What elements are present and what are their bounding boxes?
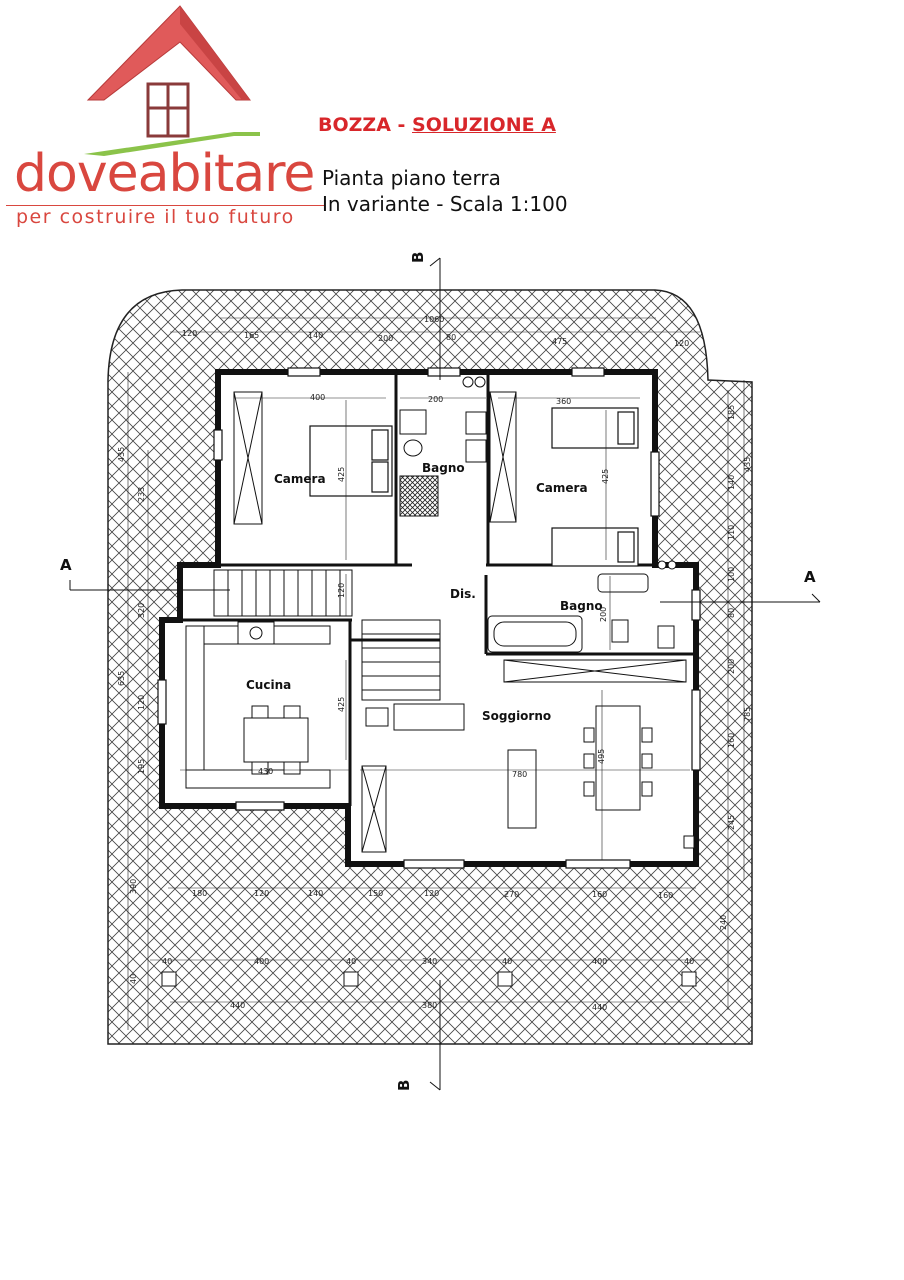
- solution-label: SOLUZIONE A: [412, 114, 556, 136]
- room-label-dis: Dis.: [450, 587, 476, 601]
- dim-room-height-1: 425: [337, 467, 346, 482]
- dim-bagno-right-depth: 200: [599, 607, 608, 622]
- room-label-soggiorno: Soggiorno: [482, 709, 551, 723]
- logo-underline: [6, 205, 324, 206]
- dim-left-5: 120: [137, 695, 146, 710]
- dimension-lines: [127, 317, 745, 1030]
- dim-left-1: 435: [117, 447, 126, 462]
- dim-bottom1-6: 270: [504, 890, 519, 899]
- dim-left-2: 233: [137, 487, 146, 502]
- draft-label: BOZZA -: [318, 114, 413, 136]
- subtitle-line-2: In variante - Scala 1:100: [322, 192, 568, 216]
- dim-left-7: 390: [129, 879, 138, 894]
- dim-bottom2-2: 400: [254, 957, 269, 966]
- dim-room-height-5: 495: [597, 749, 606, 764]
- dim-right-6: 80: [727, 608, 736, 618]
- dim-top-5: 80: [446, 333, 456, 342]
- subtitle-line-1: Pianta piano terra: [322, 166, 501, 190]
- logo-house-icon: [84, 5, 260, 156]
- dim-room-height-3: 120: [337, 583, 346, 598]
- dim-bottom2-4: 340: [422, 957, 437, 966]
- wardrobes: [233, 391, 687, 853]
- logo-tagline: per costruire il tuo futuro: [16, 206, 295, 228]
- dim-right-1: 185: [727, 405, 736, 420]
- dim-room-height-2: 425: [601, 469, 610, 484]
- dim-right-7: 200: [727, 659, 736, 674]
- section-lines: [69, 257, 821, 1091]
- dim-bottom2-3: 40: [346, 957, 356, 966]
- dim-bottom2-5: 40: [502, 957, 512, 966]
- dim-bottom1-4: 150: [368, 889, 383, 898]
- dim-left-8: 40: [129, 974, 138, 984]
- logo-wordmark: doveabitare: [14, 144, 315, 204]
- dim-bottom2-1: 40: [162, 957, 172, 966]
- dim-bottom1-2: 120: [254, 889, 269, 898]
- dim-top-1: 120: [182, 329, 197, 338]
- windows: [157, 367, 701, 869]
- dim-bottom3-3: 440: [592, 1003, 607, 1012]
- room-label-camera-right: Camera: [536, 481, 588, 495]
- room-label-camera-left: Camera: [274, 472, 326, 486]
- section-b-top: B: [409, 252, 427, 263]
- dim-bottom1-1: 180: [192, 889, 207, 898]
- dim-left-4: 635: [117, 671, 126, 686]
- section-a-left: A: [60, 556, 72, 574]
- dim-top-3: 140: [308, 331, 323, 340]
- dim-room-width-3: 360: [556, 397, 571, 406]
- dim-bottom2-7: 40: [684, 957, 694, 966]
- dim-right-2: 435: [743, 457, 752, 472]
- dim-bottom1-7: 160: [592, 890, 607, 899]
- draft-heading: BOZZA - SOLUZIONE A: [318, 116, 556, 135]
- dim-top-6: 475: [552, 337, 567, 346]
- dim-right-5: 100: [727, 567, 736, 582]
- dim-right-10: 245: [727, 815, 736, 830]
- dim-top-4: 200: [378, 334, 393, 343]
- dim-room-width-1: 400: [310, 393, 325, 402]
- dim-right-9: 160: [727, 733, 736, 748]
- dim-right-8: 785: [743, 707, 752, 722]
- section-b-bottom: B: [395, 1080, 413, 1091]
- dim-living-width: 780: [512, 770, 527, 779]
- dim-top-total: 1060: [424, 315, 444, 324]
- dim-right-4: 110: [727, 525, 736, 540]
- dim-bottom3-2: 380: [422, 1001, 437, 1010]
- stairs: [213, 569, 441, 701]
- dim-left-6: 195: [137, 759, 146, 774]
- room-label-bagno-top: Bagno: [422, 461, 465, 475]
- dim-left-3: 320: [137, 603, 146, 618]
- beds: [309, 407, 639, 567]
- section-a-right: A: [804, 568, 816, 586]
- dim-bottom3-1: 440: [230, 1001, 245, 1010]
- dim-kitchen-width: 430: [258, 767, 273, 776]
- room-label-cucina: Cucina: [246, 678, 291, 692]
- dim-room-height-4: 425: [337, 697, 346, 712]
- dim-bottom2-6: 400: [592, 957, 607, 966]
- bathroom-fixtures: [399, 376, 677, 653]
- dim-top-2: 165: [244, 331, 259, 340]
- dim-right-11: 240: [719, 915, 728, 930]
- dim-bottom1-8: 160: [658, 891, 673, 900]
- dim-bottom1-3: 140: [308, 889, 323, 898]
- dim-top-7: 120: [674, 339, 689, 348]
- room-label-bagno-right: Bagno: [560, 599, 603, 613]
- dim-bottom1-5: 120: [424, 889, 439, 898]
- living-furniture: [365, 703, 695, 849]
- dim-right-3: 140: [727, 475, 736, 490]
- pillars: [161, 971, 697, 987]
- dim-room-width-2: 200: [428, 395, 443, 404]
